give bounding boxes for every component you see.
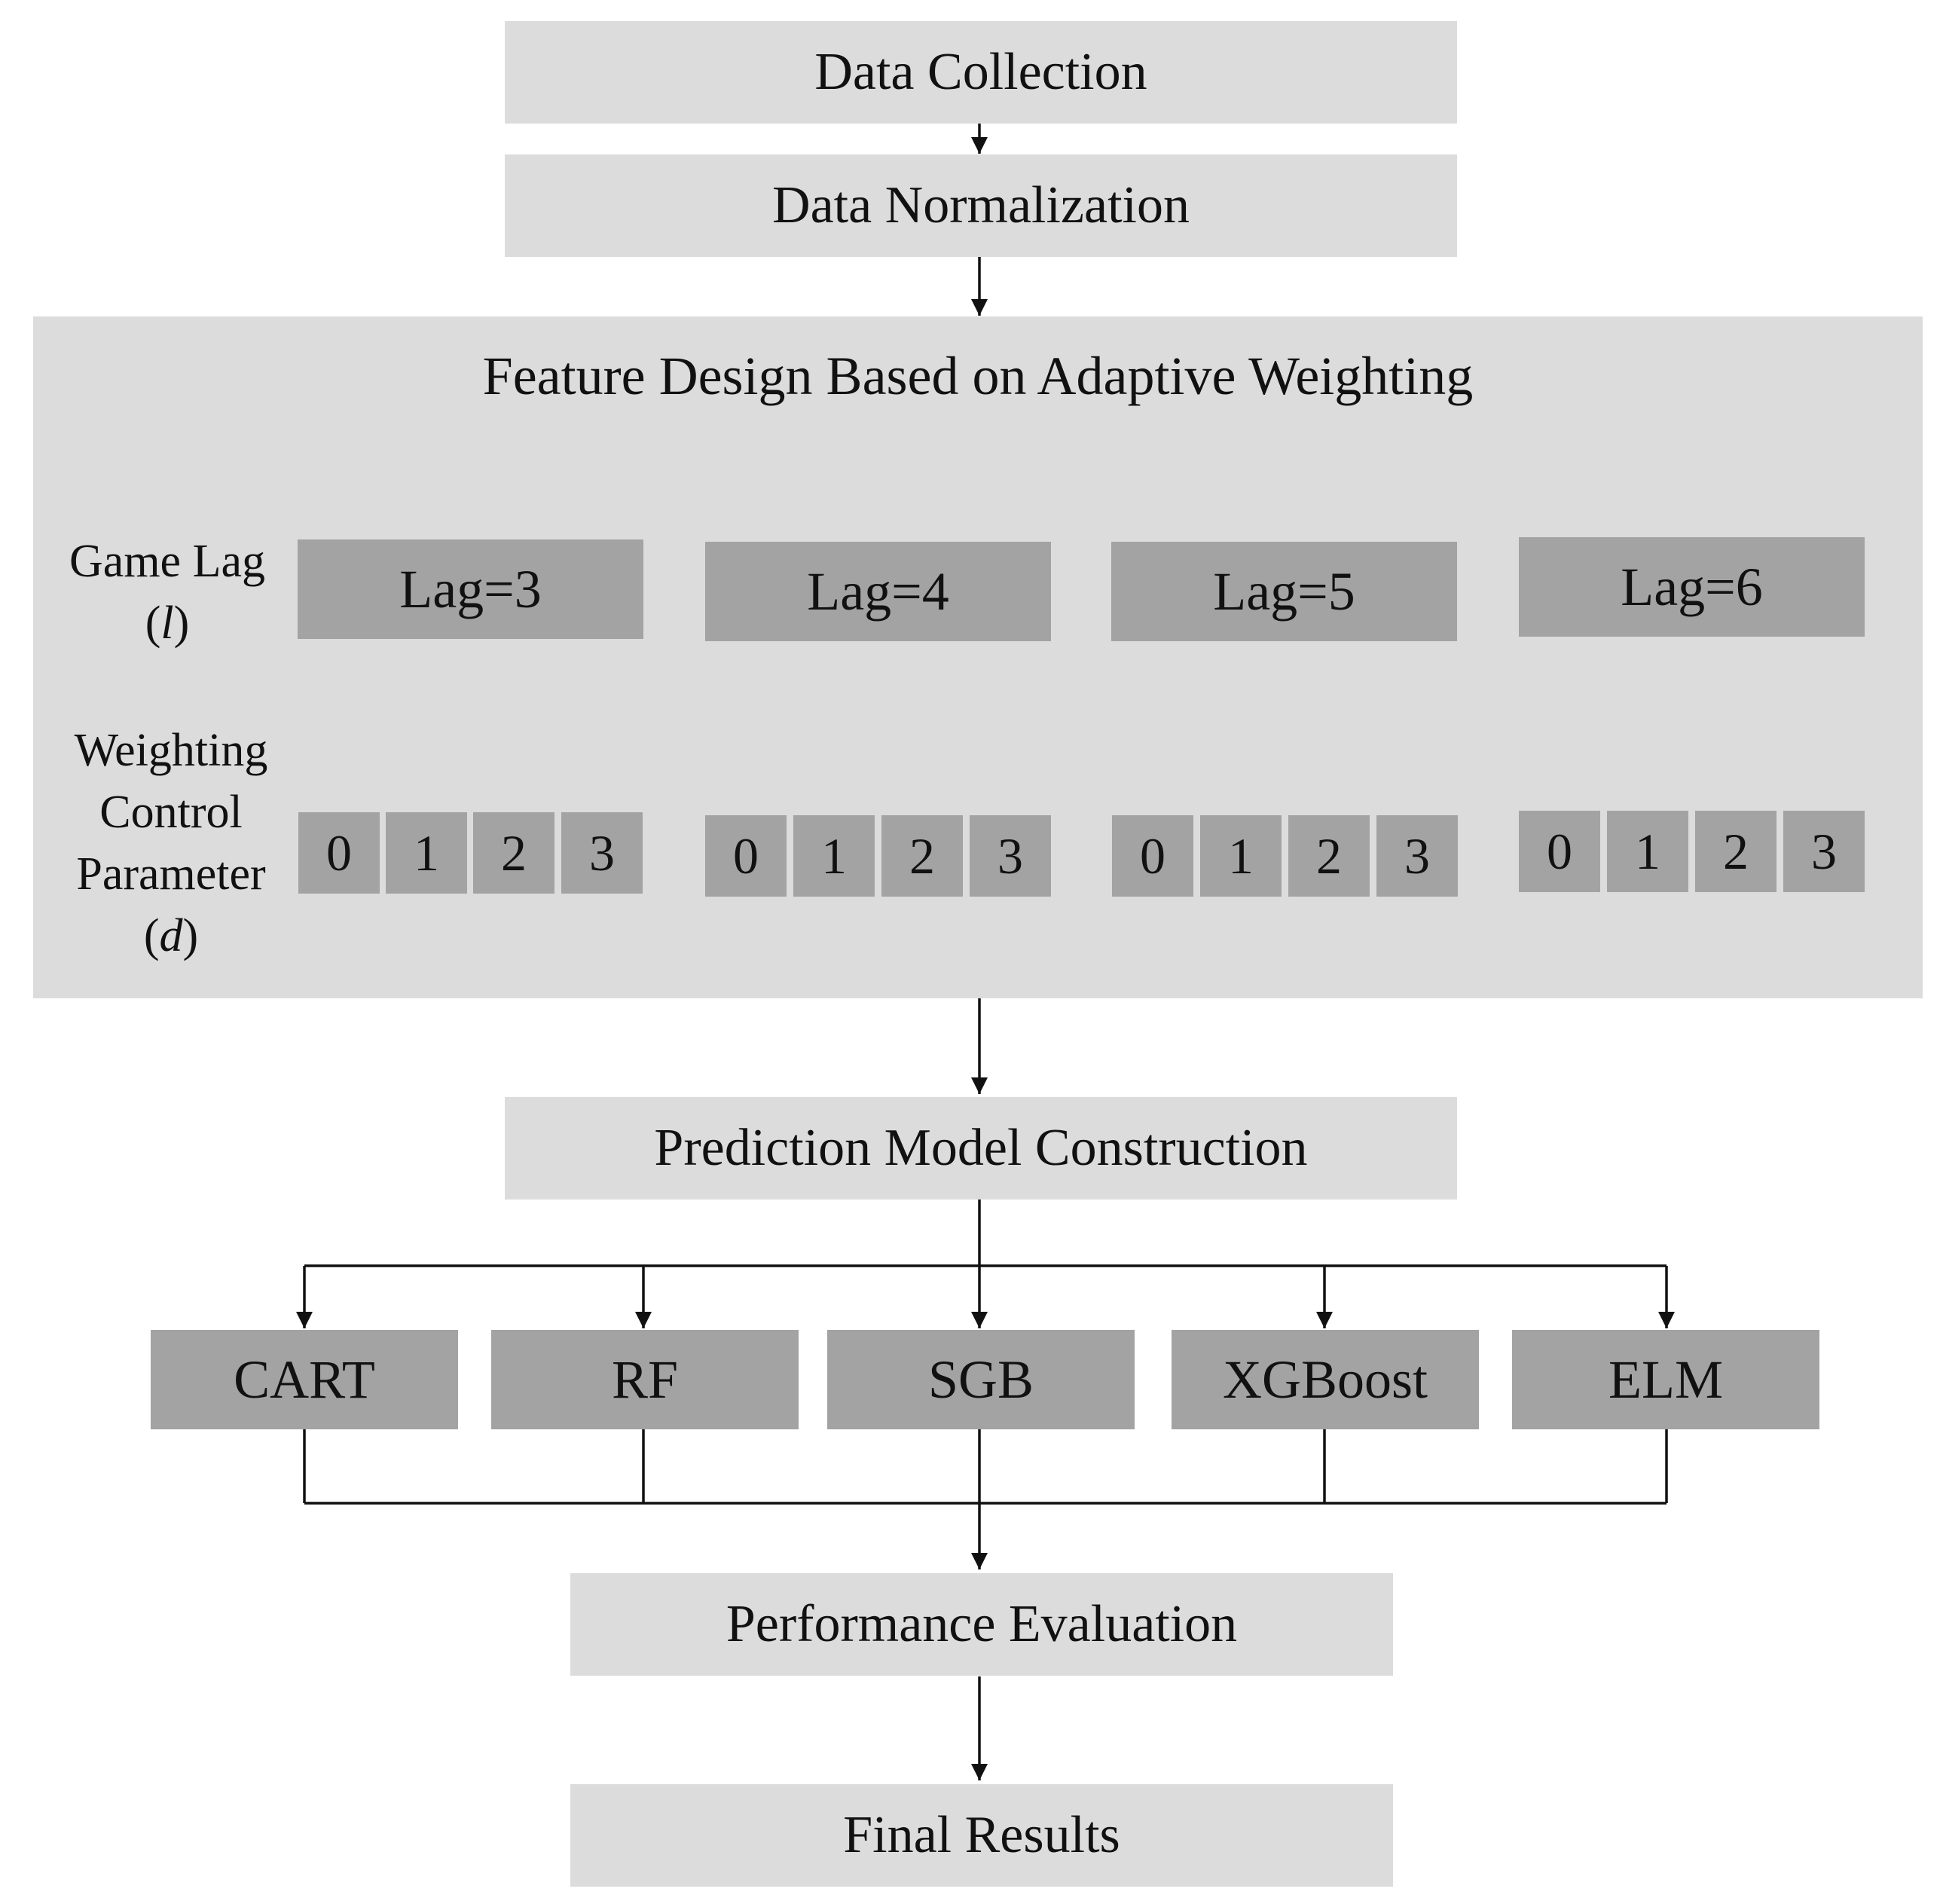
data-collection-box: Data Collection [505,21,1457,124]
lag-6-param-1: 1 [1607,811,1688,892]
lag-5-param-3: 3 [1376,815,1458,897]
prediction-model-box: Prediction Model Construction [505,1097,1457,1200]
lag-4-param-3: 3 [970,815,1051,897]
model-xgboost-box: XGBoost [1172,1330,1479,1429]
lag-3-param-2: 2 [473,812,554,894]
lag-6-param-2: 2 [1695,811,1777,892]
model-cart-box: CART [151,1330,458,1429]
game-lag-label: Game Lag (l) [69,536,265,649]
data-normalization-box: Data Normalization [505,154,1457,257]
prediction-model-label: Prediction Model Construction [654,1119,1308,1177]
weighting-parameter-label: Weighting Control Parameter (d) [74,725,268,961]
lag-6-param-3: 3 [1783,811,1865,892]
data-collection-label: Data Collection [814,43,1147,101]
performance-evaluation-box: Performance Evaluation [570,1573,1393,1676]
lag-3-param-3: 3 [561,812,643,894]
lag-5-param-2: 2 [1288,815,1370,897]
model-sgb-box: SGB [827,1330,1135,1429]
lag-3-box: Lag=3 [298,539,643,639]
final-results-label: Final Results [843,1806,1120,1864]
lag-5-param-1: 1 [1200,815,1282,897]
feature-design-title: Feature Design Based on Adaptive Weighti… [482,346,1474,406]
model-rf-box: RF [491,1330,799,1429]
lag-3-param-0: 0 [298,812,380,894]
lag-4-param-1: 1 [793,815,875,897]
lag-6-param-0: 0 [1519,811,1600,892]
performance-evaluation-label: Performance Evaluation [726,1595,1238,1653]
lag-4-param-2: 2 [881,815,963,897]
lag-3-param-1: 1 [386,812,467,894]
final-results-box: Final Results [570,1784,1393,1887]
data-normalization-label: Data Normalization [772,176,1190,234]
lag-5-box: Lag=5 [1111,542,1457,641]
lag-5-param-0: 0 [1112,815,1193,897]
lag-6-box: Lag=6 [1519,537,1865,637]
model-elm-box: ELM [1512,1330,1819,1429]
lag-4-box: Lag=4 [705,542,1051,641]
lag-4-param-0: 0 [705,815,787,897]
